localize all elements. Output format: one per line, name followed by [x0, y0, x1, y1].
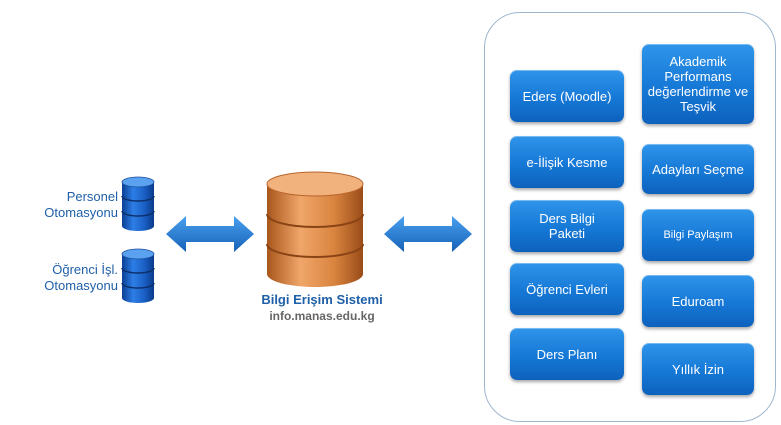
student-automation-label: Öğrenci İşl. Otomasyonu	[0, 262, 118, 294]
personnel-label-line2: Otomasyonu	[44, 205, 118, 220]
ders-bilgi-paketi-button[interactable]: Ders Bilgi Paketi	[510, 200, 624, 252]
student-label-line2: Otomasyonu	[44, 278, 118, 293]
akademik-performans-button[interactable]: Akademik Performans değerlendirme ve Teş…	[642, 44, 754, 124]
adaylari-secme-button[interactable]: Adayları Seçme	[642, 144, 754, 194]
system-url: info.manas.edu.kg	[269, 309, 375, 323]
e-ilisik-kesme-button[interactable]: e-İlişik Kesme	[510, 136, 624, 188]
database-blue-icon	[121, 248, 155, 303]
personnel-automation-label: Personel Otomasyonu	[0, 189, 118, 221]
ders-plani-button[interactable]: Ders Planı	[510, 328, 624, 380]
eders-moodle-button[interactable]: Eders (Moodle)	[510, 70, 624, 122]
double-arrow-icon	[384, 216, 472, 252]
system-title: Bilgi Erişim Sistemi	[261, 292, 383, 307]
database-orange-icon	[266, 171, 364, 287]
bilgi-paylasim-button[interactable]: Bilgi Paylaşım	[642, 209, 754, 261]
ogrenci-evleri-button[interactable]: Öğrenci Evleri	[510, 263, 624, 315]
yillik-izin-button[interactable]: Yıllık İzin	[642, 343, 754, 395]
double-arrow-icon	[166, 216, 254, 252]
student-label-line1: Öğrenci İşl.	[52, 262, 118, 277]
database-blue-icon	[121, 176, 155, 231]
personnel-label-line1: Personel	[66, 189, 118, 204]
eduroam-button[interactable]: Eduroam	[642, 275, 754, 327]
